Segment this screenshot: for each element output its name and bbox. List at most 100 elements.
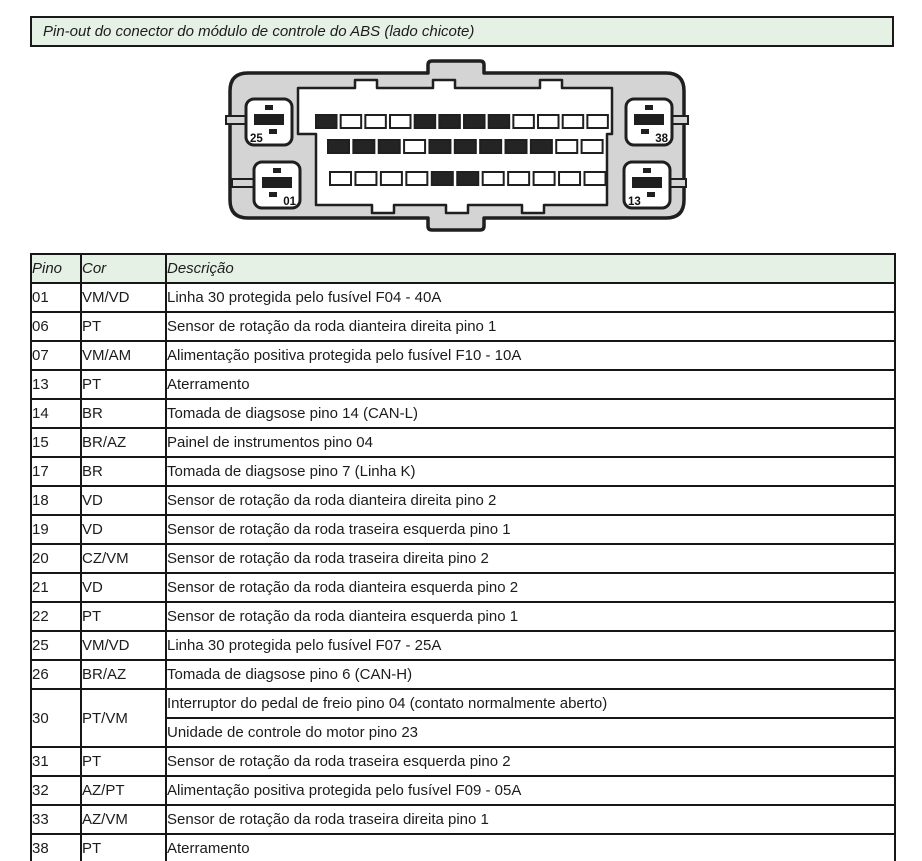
desc-cell: Aterramento — [165, 833, 896, 861]
pin-box — [364, 114, 387, 129]
pin-box — [354, 171, 378, 186]
pin-box — [512, 114, 535, 129]
pino-cell: 07 — [30, 340, 82, 371]
pino-cell: 25 — [30, 630, 82, 661]
pin-box — [487, 114, 511, 129]
pin-box — [580, 139, 604, 154]
pin-box — [377, 139, 401, 154]
cor-cell: VD — [80, 485, 167, 516]
cor-cell: VM/VD — [80, 630, 167, 661]
table-row: Unidade de controle do motor pino 23 — [31, 717, 896, 748]
pin-box — [327, 139, 350, 154]
pino-cell: 06 — [30, 311, 82, 342]
corner-pin-label: 38 — [655, 133, 668, 145]
pino-cell: 17 — [30, 456, 82, 487]
cor-cell: PT — [80, 369, 167, 400]
pino-cell: 26 — [30, 659, 82, 690]
pino-cell: 33 — [30, 804, 82, 835]
pin-box — [379, 171, 403, 186]
pin-box — [586, 114, 609, 129]
desc-cell: Linha 30 protegida pelo fusível F07 - 25… — [165, 630, 896, 661]
column-header-pino: Pino — [30, 253, 82, 284]
cor-cell: VM/VD — [80, 282, 167, 313]
desc-cell: Interruptor do pedal de freio pino 04 (c… — [165, 688, 896, 719]
cor-cell: CZ/VM — [80, 543, 167, 574]
desc-cell: Alimentação positiva protegida pelo fusí… — [165, 775, 896, 806]
pino-cell: 38 — [30, 833, 82, 861]
desc-cell: Painel de instrumentos pino 04 — [165, 427, 896, 458]
pin-box — [428, 139, 452, 154]
desc-cell: Sensor de rotação da roda dianteira dire… — [165, 485, 896, 516]
desc-cell: Sensor de rotação da roda traseira direi… — [165, 804, 896, 835]
pin-box — [561, 114, 585, 129]
pin-box — [504, 139, 528, 154]
table-header-row: Pino Cor Descrição — [30, 253, 896, 284]
desc-cell: Sensor de rotação da roda dianteira dire… — [165, 311, 896, 342]
desc-cell: Sensor de rotação da roda dianteira esqu… — [165, 601, 896, 632]
column-header-descricao: Descrição — [165, 253, 896, 284]
pino-cell: 15 — [30, 427, 82, 458]
pin-row-top — [315, 114, 609, 129]
pino-cell: 19 — [30, 514, 82, 545]
cor-cell: BR — [80, 398, 167, 429]
pin-box — [456, 171, 480, 186]
corner-pin-label: 01 — [283, 196, 296, 208]
desc-cell: Alimentação positiva protegida pelo fusí… — [165, 340, 896, 371]
pin-box — [403, 139, 427, 154]
module-tab-icon — [231, 178, 257, 188]
pino-cell: 21 — [30, 572, 82, 603]
corner-module-25: 25 — [244, 97, 294, 147]
desc-cell: Tomada de diagsose pino 7 (Linha K) — [165, 456, 896, 487]
pin-box — [529, 139, 553, 154]
cor-cell: VD — [80, 572, 167, 603]
pin-box — [479, 139, 503, 154]
desc-cell: Sensor de rotação da roda traseira esque… — [165, 514, 896, 545]
pin-box — [558, 171, 582, 186]
corner-pin-label: 25 — [250, 133, 263, 145]
page-title: Pin-out do conector do módulo de control… — [30, 16, 894, 47]
pin-box — [532, 171, 556, 186]
corner-pin-label: 13 — [628, 196, 641, 208]
pin-box — [438, 114, 461, 129]
column-header-cor: Cor — [80, 253, 167, 284]
pin-box — [389, 114, 412, 129]
pin-box — [537, 114, 560, 129]
cor-cell: BR/AZ — [80, 659, 167, 690]
pino-cell: 22 — [30, 601, 82, 632]
pin-box — [430, 171, 454, 186]
connector-svg: 25 38 01 — [225, 59, 689, 232]
cor-cell: PT — [80, 601, 167, 632]
corner-module-01: 01 — [252, 160, 302, 210]
pin-box — [413, 114, 437, 129]
pino-cell: 18 — [30, 485, 82, 516]
desc-cell: Unidade de controle do motor pino 23 — [165, 717, 896, 748]
pin-box — [315, 114, 338, 129]
connector-diagram: 25 38 01 — [222, 59, 692, 233]
pin-box — [583, 171, 607, 186]
pin-box — [339, 114, 363, 129]
pino-cell: 20 — [30, 543, 82, 574]
cor-cell: PT — [80, 311, 167, 342]
pino-cell: 32 — [30, 775, 82, 806]
cor-cell: VD — [80, 514, 167, 545]
pin-box — [405, 171, 429, 186]
pin-box — [453, 139, 477, 154]
pino-cell: 31 — [30, 746, 82, 777]
desc-cell: Tomada de diagsose pino 14 (CAN-L) — [165, 398, 896, 429]
pin-row-bottom — [329, 171, 607, 186]
desc-cell: Sensor de rotação da roda traseira direi… — [165, 543, 896, 574]
pino-cell: 01 — [30, 282, 82, 313]
